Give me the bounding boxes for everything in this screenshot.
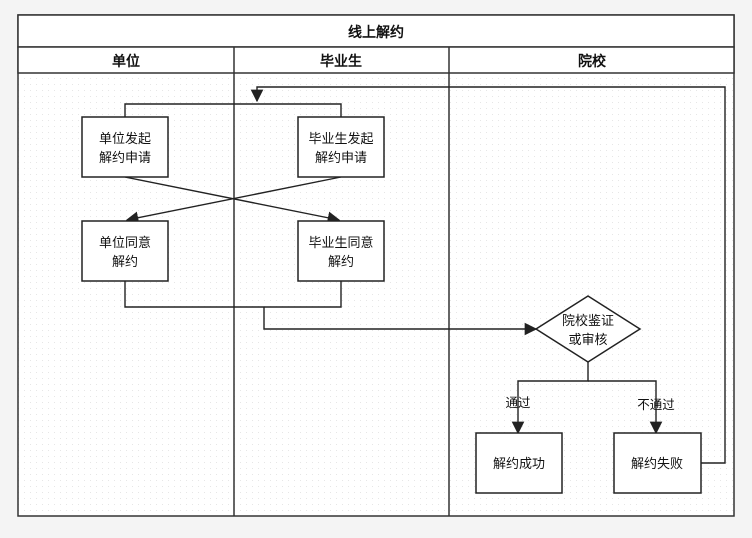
svg-text:单位同意: 单位同意 (99, 235, 151, 251)
svg-text:单位发起: 单位发起 (99, 131, 151, 147)
svg-text:解约失败: 解约失败 (631, 457, 683, 472)
connector-to-review (263, 307, 538, 336)
svg-text:解约申请: 解约申请 (99, 151, 151, 166)
connector-agree-join (124, 281, 342, 308)
pool-title-bar (17, 14, 735, 48)
svg-text:解约: 解约 (112, 255, 138, 270)
node-failure: 解约失败 (613, 432, 702, 494)
edge-label-fail: 不通过 (637, 397, 675, 412)
node-graduate-initiate: 毕业生发起 解约申请 (297, 116, 385, 178)
node-graduate-agree: 毕业生同意 解约 (297, 220, 385, 282)
lane-header-graduate: 毕业生 (320, 53, 362, 70)
connector-failure-feedback (250, 86, 726, 464)
pool-title: 线上解约 (348, 24, 404, 41)
svg-text:院校鉴证: 院校鉴证 (562, 313, 614, 329)
svg-text:毕业生发起: 毕业生发起 (308, 131, 373, 147)
decision-school-review: 院校鉴证 或审核 (534, 295, 642, 363)
edge-label-pass: 通过 (505, 395, 531, 410)
svg-text:毕业生同意: 毕业生同意 (308, 235, 373, 251)
lane-header-employer: 单位 (112, 53, 140, 70)
svg-text:解约申请: 解约申请 (315, 151, 367, 166)
lane-header-row (17, 46, 735, 74)
node-employer-agree: 单位同意 解约 (81, 220, 169, 282)
connector-initiate-join (124, 103, 342, 117)
svg-text:解约成功: 解约成功 (493, 457, 545, 472)
svg-text:或审核: 或审核 (568, 333, 607, 348)
connector-review-fail (588, 380, 663, 435)
node-success: 解约成功 (475, 432, 563, 494)
connector-review-split (511, 362, 589, 435)
lane-header-school: 院校 (578, 53, 607, 70)
svg-text:解约: 解约 (328, 255, 354, 270)
node-employer-initiate: 单位发起 解约申请 (81, 116, 169, 178)
connector-graduate-initiate-to-employer-agree (125, 176, 342, 224)
